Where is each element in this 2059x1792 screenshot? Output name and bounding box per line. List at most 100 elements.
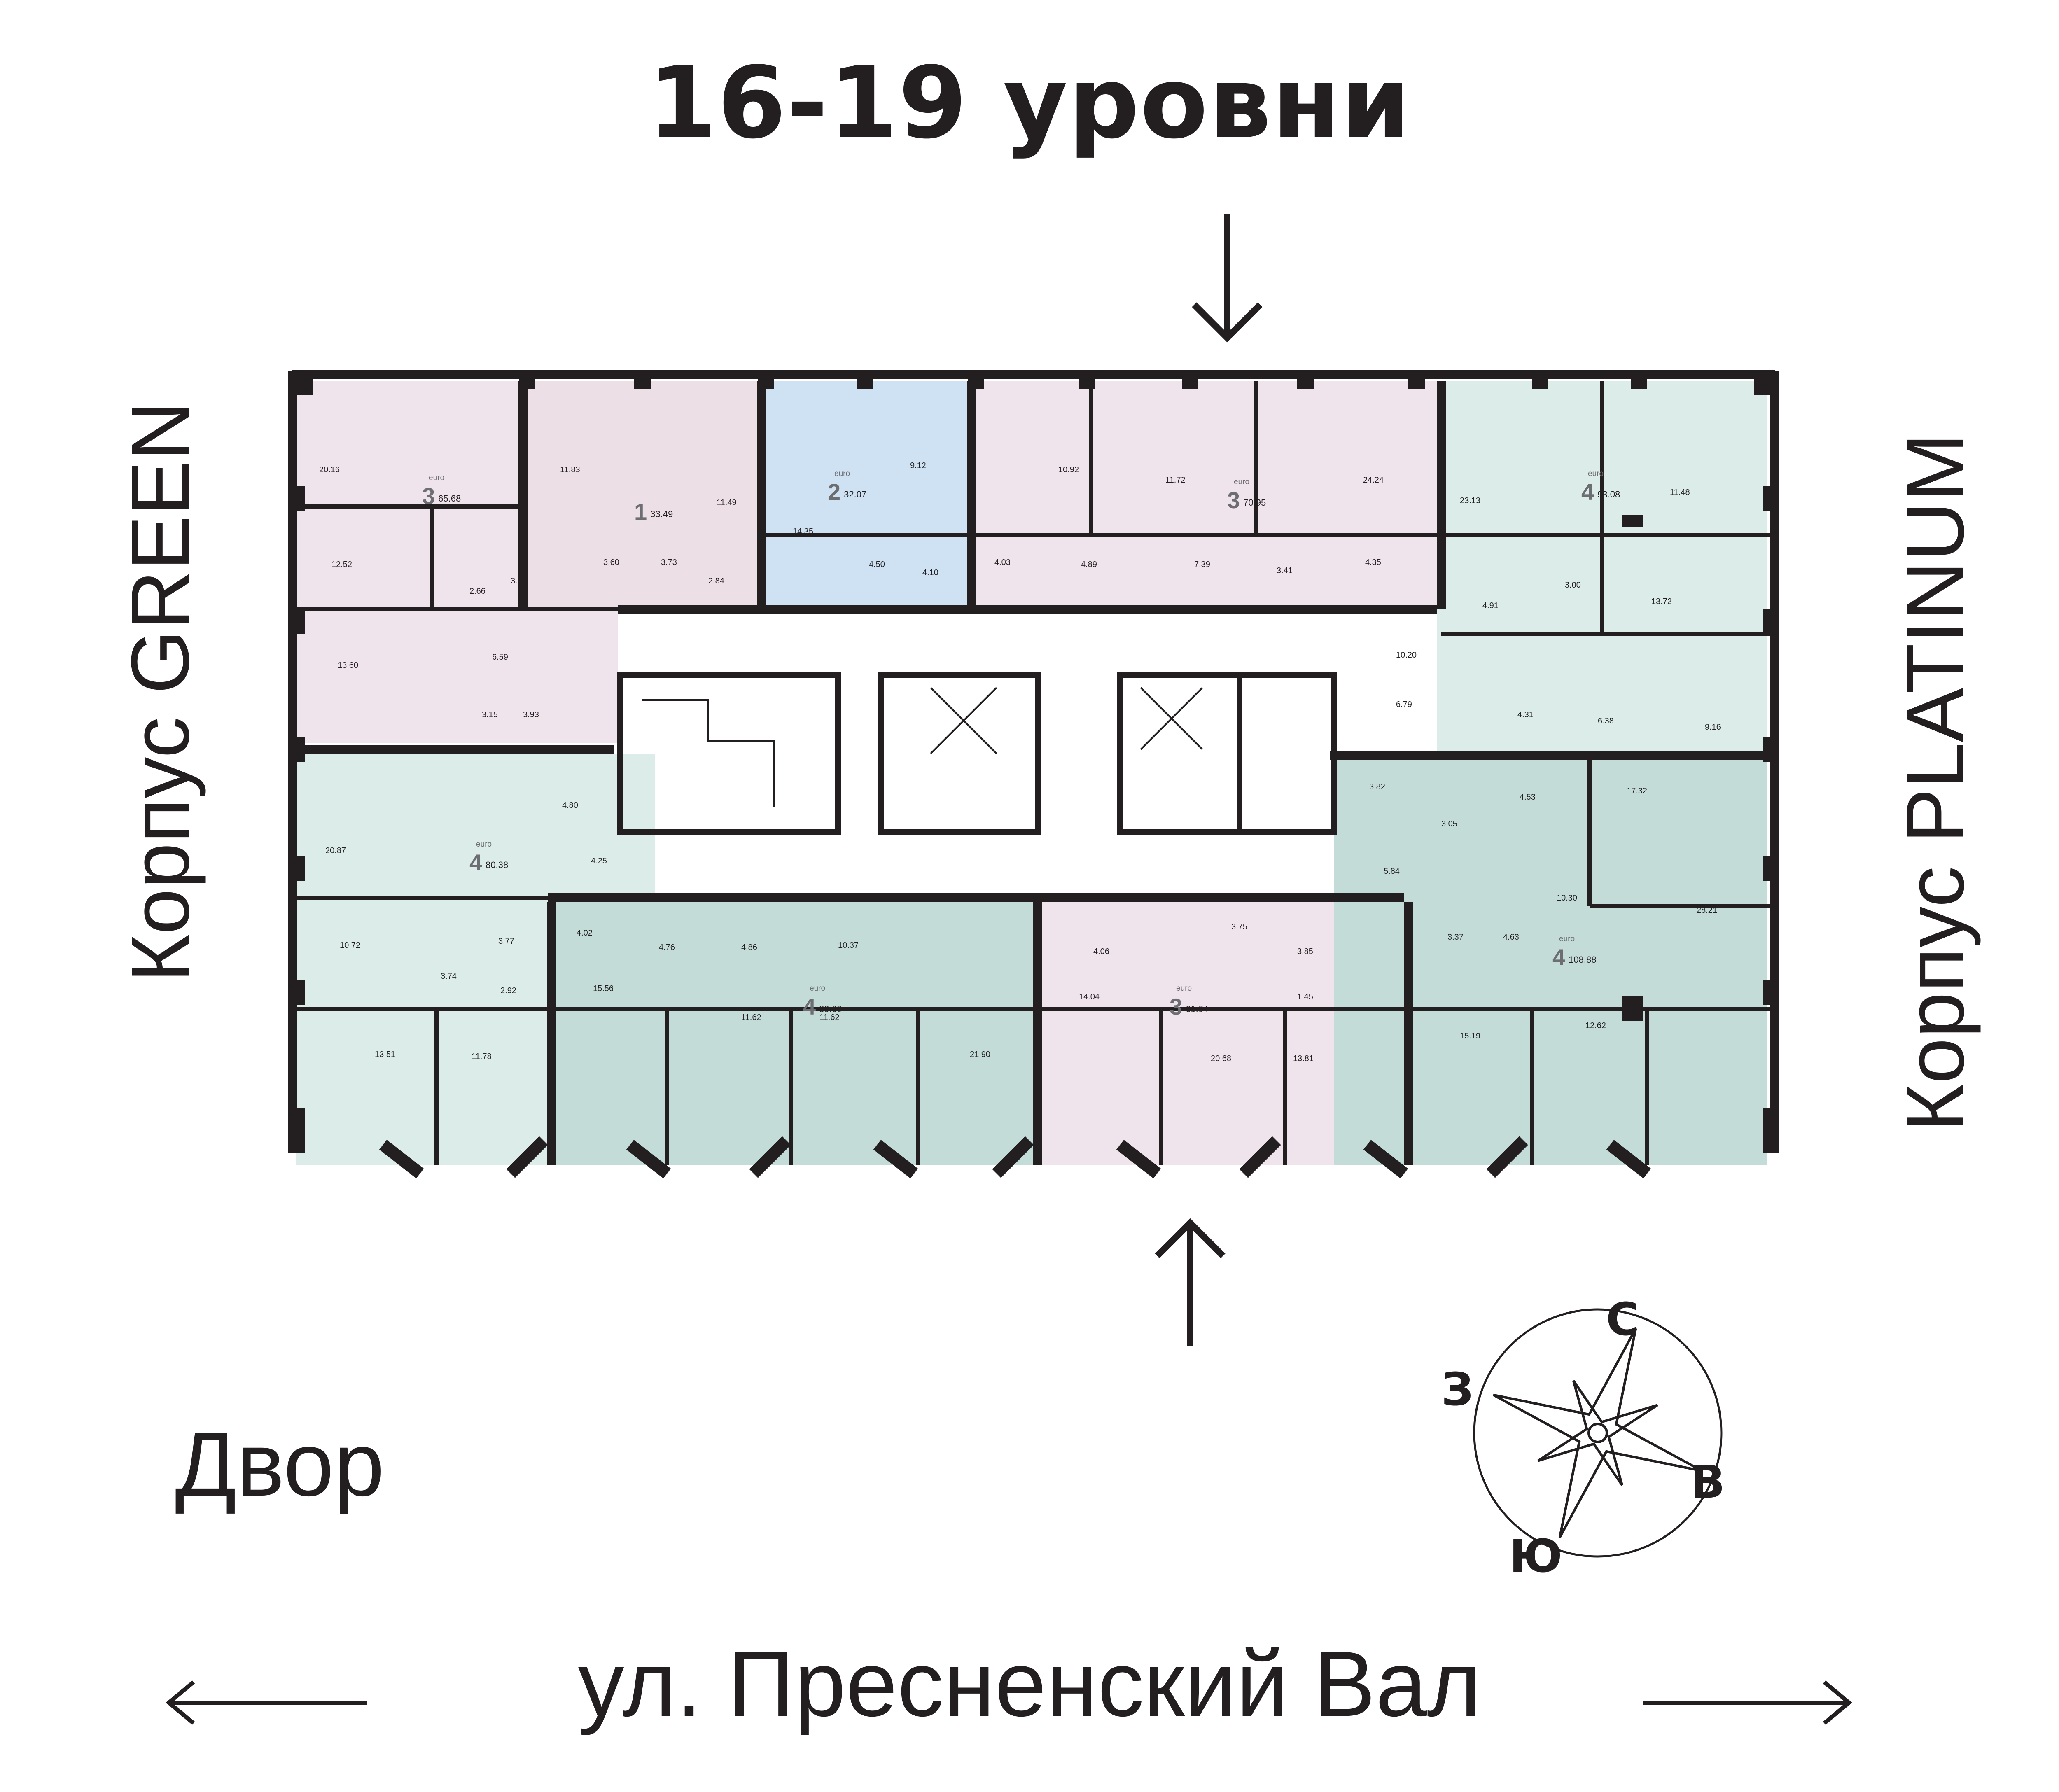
room-area: 24.24	[1363, 476, 1384, 485]
room-area: 4.91	[1482, 601, 1499, 610]
apartment-fills	[296, 381, 1767, 1165]
room-area: 11.49	[717, 498, 737, 507]
room-area: 3.82	[1369, 782, 1385, 791]
room-area: 3.07	[511, 576, 527, 586]
room-area: 11.78	[472, 1052, 492, 1061]
room-area: 3.77	[498, 937, 514, 946]
room-area: 10.20	[1396, 651, 1417, 660]
room-area: 11.48	[1670, 488, 1690, 497]
room-area: 4.76	[659, 943, 675, 952]
room-area: 3.73	[661, 558, 677, 567]
room-area: 5.84	[1384, 867, 1400, 876]
room-area: 4.35	[1365, 558, 1381, 567]
room-area: 11.83	[560, 465, 580, 474]
compass-rose-icon	[1473, 1308, 1723, 1558]
compass-south-label: Ю	[1509, 1530, 1563, 1582]
apartment-fill-4	[972, 381, 1437, 611]
compass-north-label: С	[1606, 1293, 1639, 1346]
room-area: 6.59	[492, 653, 508, 662]
room-area: 3.75	[1231, 922, 1247, 931]
room-area: 4.02	[577, 929, 593, 938]
room-area: 20.87	[325, 846, 346, 855]
apartment-fill-7	[548, 898, 1042, 1165]
room-area: 6.38	[1598, 716, 1614, 726]
room-area: 9.12	[910, 461, 926, 470]
room-area: 15.56	[593, 984, 614, 993]
room-area: 2.84	[708, 576, 724, 586]
room-area: 10.37	[838, 941, 859, 950]
street-label: ул. Пресненский Вал	[578, 1632, 1481, 1736]
room-area: 4.53	[1520, 793, 1536, 802]
room-area: 4.50	[869, 560, 885, 569]
room-area: 20.16	[319, 465, 340, 474]
apartment-fill-9	[1334, 756, 1767, 1165]
room-area: 9.16	[1705, 723, 1721, 732]
room-area: 14.35	[793, 527, 814, 536]
apartment-fill-2	[519, 381, 758, 611]
room-area: 4.89	[1081, 560, 1097, 569]
room-area: 13.81	[1293, 1054, 1314, 1063]
room-area: 13.51	[375, 1050, 396, 1059]
room-area: 4.06	[1093, 947, 1109, 956]
interior-walls	[296, 381, 1771, 1165]
structural-columns	[288, 371, 1779, 1153]
room-area: 3.05	[1441, 819, 1457, 828]
room-area: 12.62	[1585, 1021, 1606, 1030]
room-area: 6.79	[1396, 700, 1412, 709]
room-area: 3.00	[1565, 581, 1581, 590]
room-area: 4.25	[591, 856, 607, 866]
room-area: 10.72	[340, 941, 361, 950]
room-area: 4.10	[922, 568, 938, 577]
room-area: 21.90	[970, 1050, 991, 1059]
room-area: 10.30	[1557, 894, 1578, 903]
apartment-fill-3	[758, 381, 972, 611]
room-area: 7.39	[1194, 560, 1210, 569]
compass-east-label: В	[1690, 1456, 1725, 1508]
arrow-up-icon	[1155, 1218, 1226, 1346]
room-area: 1.45	[1297, 992, 1313, 1001]
room-area: 11.72	[1165, 476, 1186, 485]
arrow-right-icon	[1643, 1680, 1852, 1725]
bay-walls	[379, 1136, 1651, 1178]
room-area: 13.72	[1651, 597, 1672, 606]
room-area: 28.21	[1697, 906, 1718, 915]
room-area: 3.41	[1277, 566, 1293, 575]
arrow-down-icon	[1192, 214, 1263, 343]
page-title: 16-19 уровни	[647, 45, 1412, 161]
room-area: 3.93	[523, 710, 539, 719]
room-area: 4.03	[994, 558, 1011, 567]
room-area: 11.62	[819, 1013, 840, 1022]
room-area: 4.80	[562, 801, 578, 810]
room-area: 14.04	[1079, 992, 1100, 1001]
room-area: 15.19	[1460, 1031, 1481, 1041]
room-area: 17.32	[1627, 786, 1648, 796]
room-area: 2.66	[469, 587, 486, 596]
room-area: 11.62	[741, 1013, 761, 1022]
room-area: 4.86	[741, 943, 757, 952]
room-area: 13.60	[338, 661, 359, 670]
room-area: 2.92	[500, 986, 516, 995]
yard-label: Двор	[175, 1414, 385, 1515]
building-core	[617, 672, 1337, 835]
room-area: 10.92	[1058, 465, 1079, 474]
compass-west-label: З	[1441, 1363, 1474, 1416]
room-area: 3.60	[603, 558, 619, 567]
arrow-left-icon	[166, 1680, 367, 1725]
room-area: 3.74	[441, 972, 457, 981]
room-area: 4.31	[1517, 710, 1534, 719]
room-area: 3.15	[482, 710, 498, 719]
room-area: 3.85	[1297, 947, 1313, 956]
room-area: 4.63	[1503, 933, 1519, 942]
room-area: 20.68	[1211, 1054, 1232, 1063]
